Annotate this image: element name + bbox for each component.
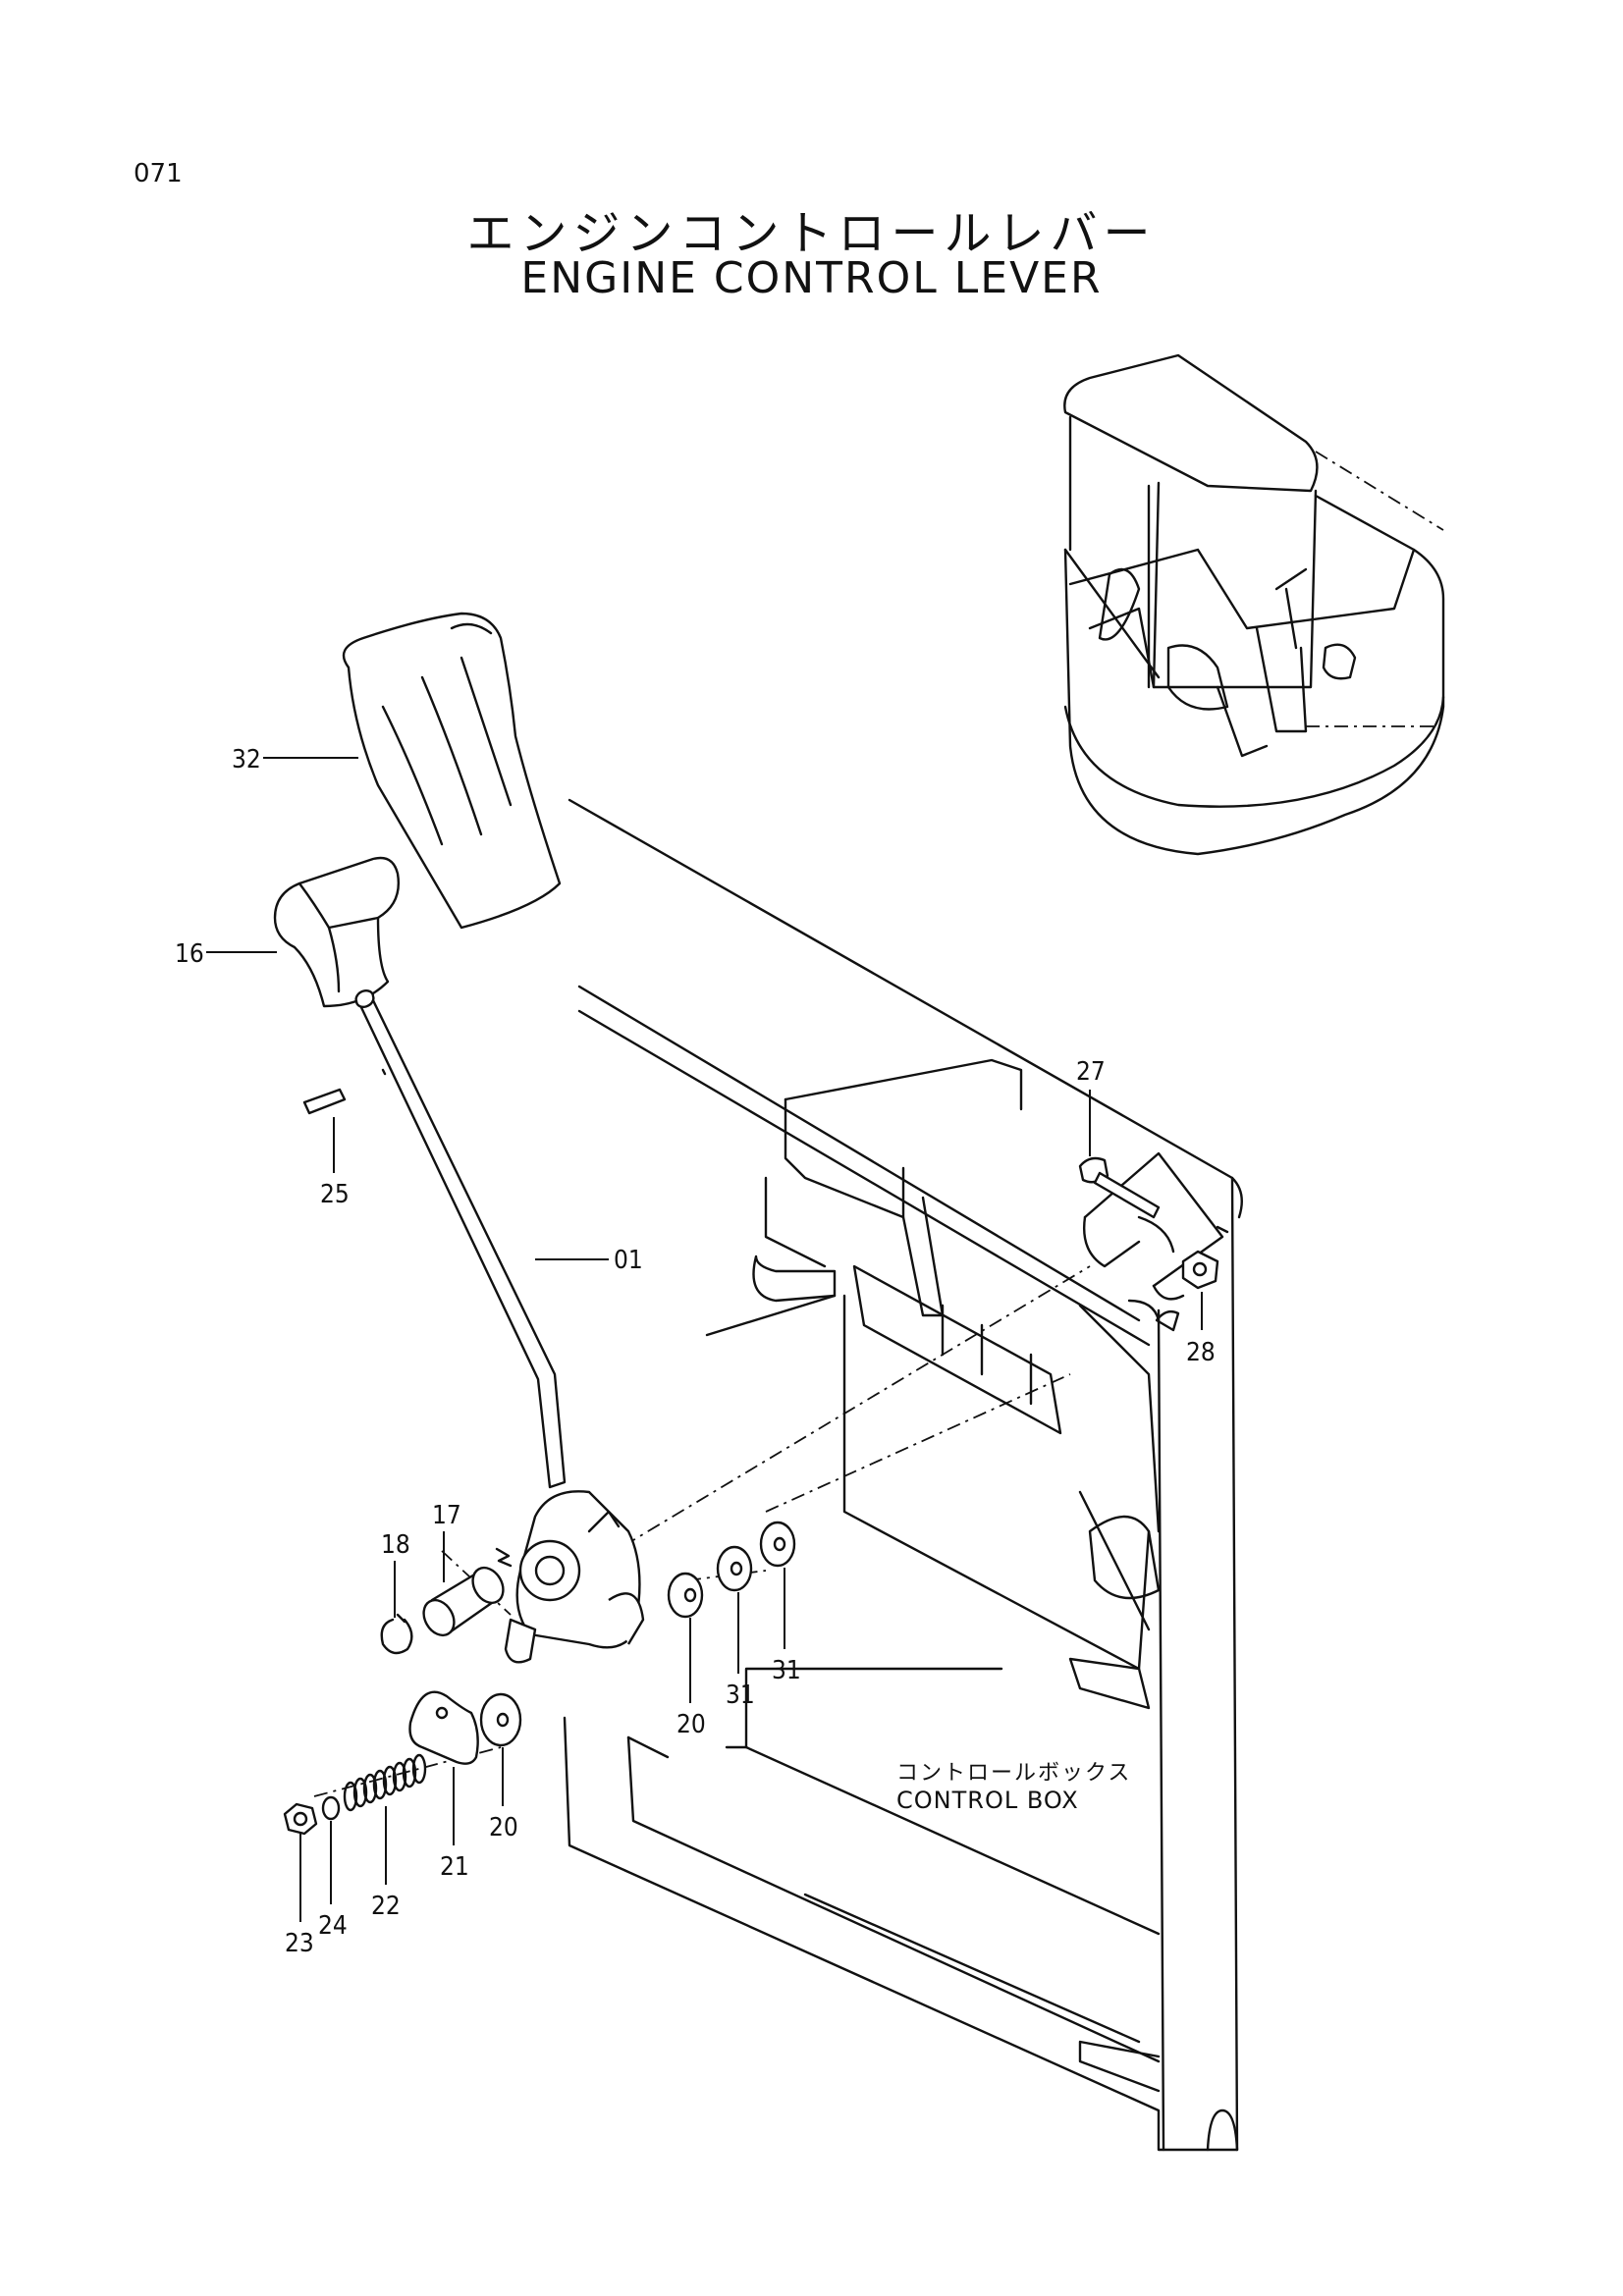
- callout-22: 22: [371, 1892, 401, 1921]
- part-22-spring: [343, 1753, 427, 1812]
- callout-16: 16: [175, 939, 204, 969]
- part-number-callouts: 32 16 25 01 27 28 17 18 20 31 31 20 21 2…: [175, 745, 1216, 1958]
- callout-27: 27: [1076, 1057, 1106, 1087]
- control-box-panel: [563, 798, 1243, 2152]
- callout-20-upper: 20: [676, 1710, 706, 1739]
- part-20-washer-upper: [667, 1572, 704, 1619]
- part-21-plate: [408, 1690, 479, 1765]
- part-17-bushing: [422, 1566, 505, 1637]
- part-31-washer-b: [759, 1521, 796, 1568]
- part-31-washer-a: [716, 1545, 753, 1592]
- cab-overview-illustration: [1063, 353, 1445, 856]
- callout-32: 32: [232, 745, 261, 774]
- part-23-nut: [283, 1802, 318, 1836]
- callout-17: 17: [432, 1501, 461, 1530]
- callout-18: 18: [381, 1530, 410, 1560]
- control-box-label-japanese: コントロールボックス: [896, 1761, 1132, 1786]
- callout-25: 25: [320, 1180, 350, 1209]
- callout-31-b: 31: [772, 1656, 801, 1685]
- title-japanese: エンジンコントロールレバー: [466, 206, 1157, 261]
- callout-01: 01: [614, 1246, 643, 1275]
- part-27-bolt: [1078, 1156, 1161, 1219]
- callout-24: 24: [318, 1911, 348, 1941]
- callout-31-a: 31: [726, 1681, 755, 1710]
- page-number: 071: [134, 159, 183, 188]
- part-32-lever-boot: [342, 612, 562, 930]
- callout-21: 21: [440, 1852, 469, 1882]
- part-24-washer: [321, 1795, 341, 1821]
- part-28-nut: [1181, 1250, 1219, 1290]
- part-01-lever-rod: [354, 989, 645, 1664]
- part-20-washer-lower: [479, 1692, 522, 1747]
- callout-23: 23: [285, 1929, 314, 1958]
- callout-20-lower: 20: [489, 1813, 518, 1842]
- title-english: ENGINE CONTROL LEVER: [520, 253, 1103, 303]
- callout-28: 28: [1186, 1338, 1216, 1367]
- part-25-pin: [302, 1088, 347, 1115]
- part-16-knob: [273, 856, 400, 1008]
- part-18-clip: [380, 1613, 413, 1655]
- leader-lines: [206, 757, 1203, 1922]
- control-box-label-english: CONTROL BOX: [896, 1787, 1079, 1814]
